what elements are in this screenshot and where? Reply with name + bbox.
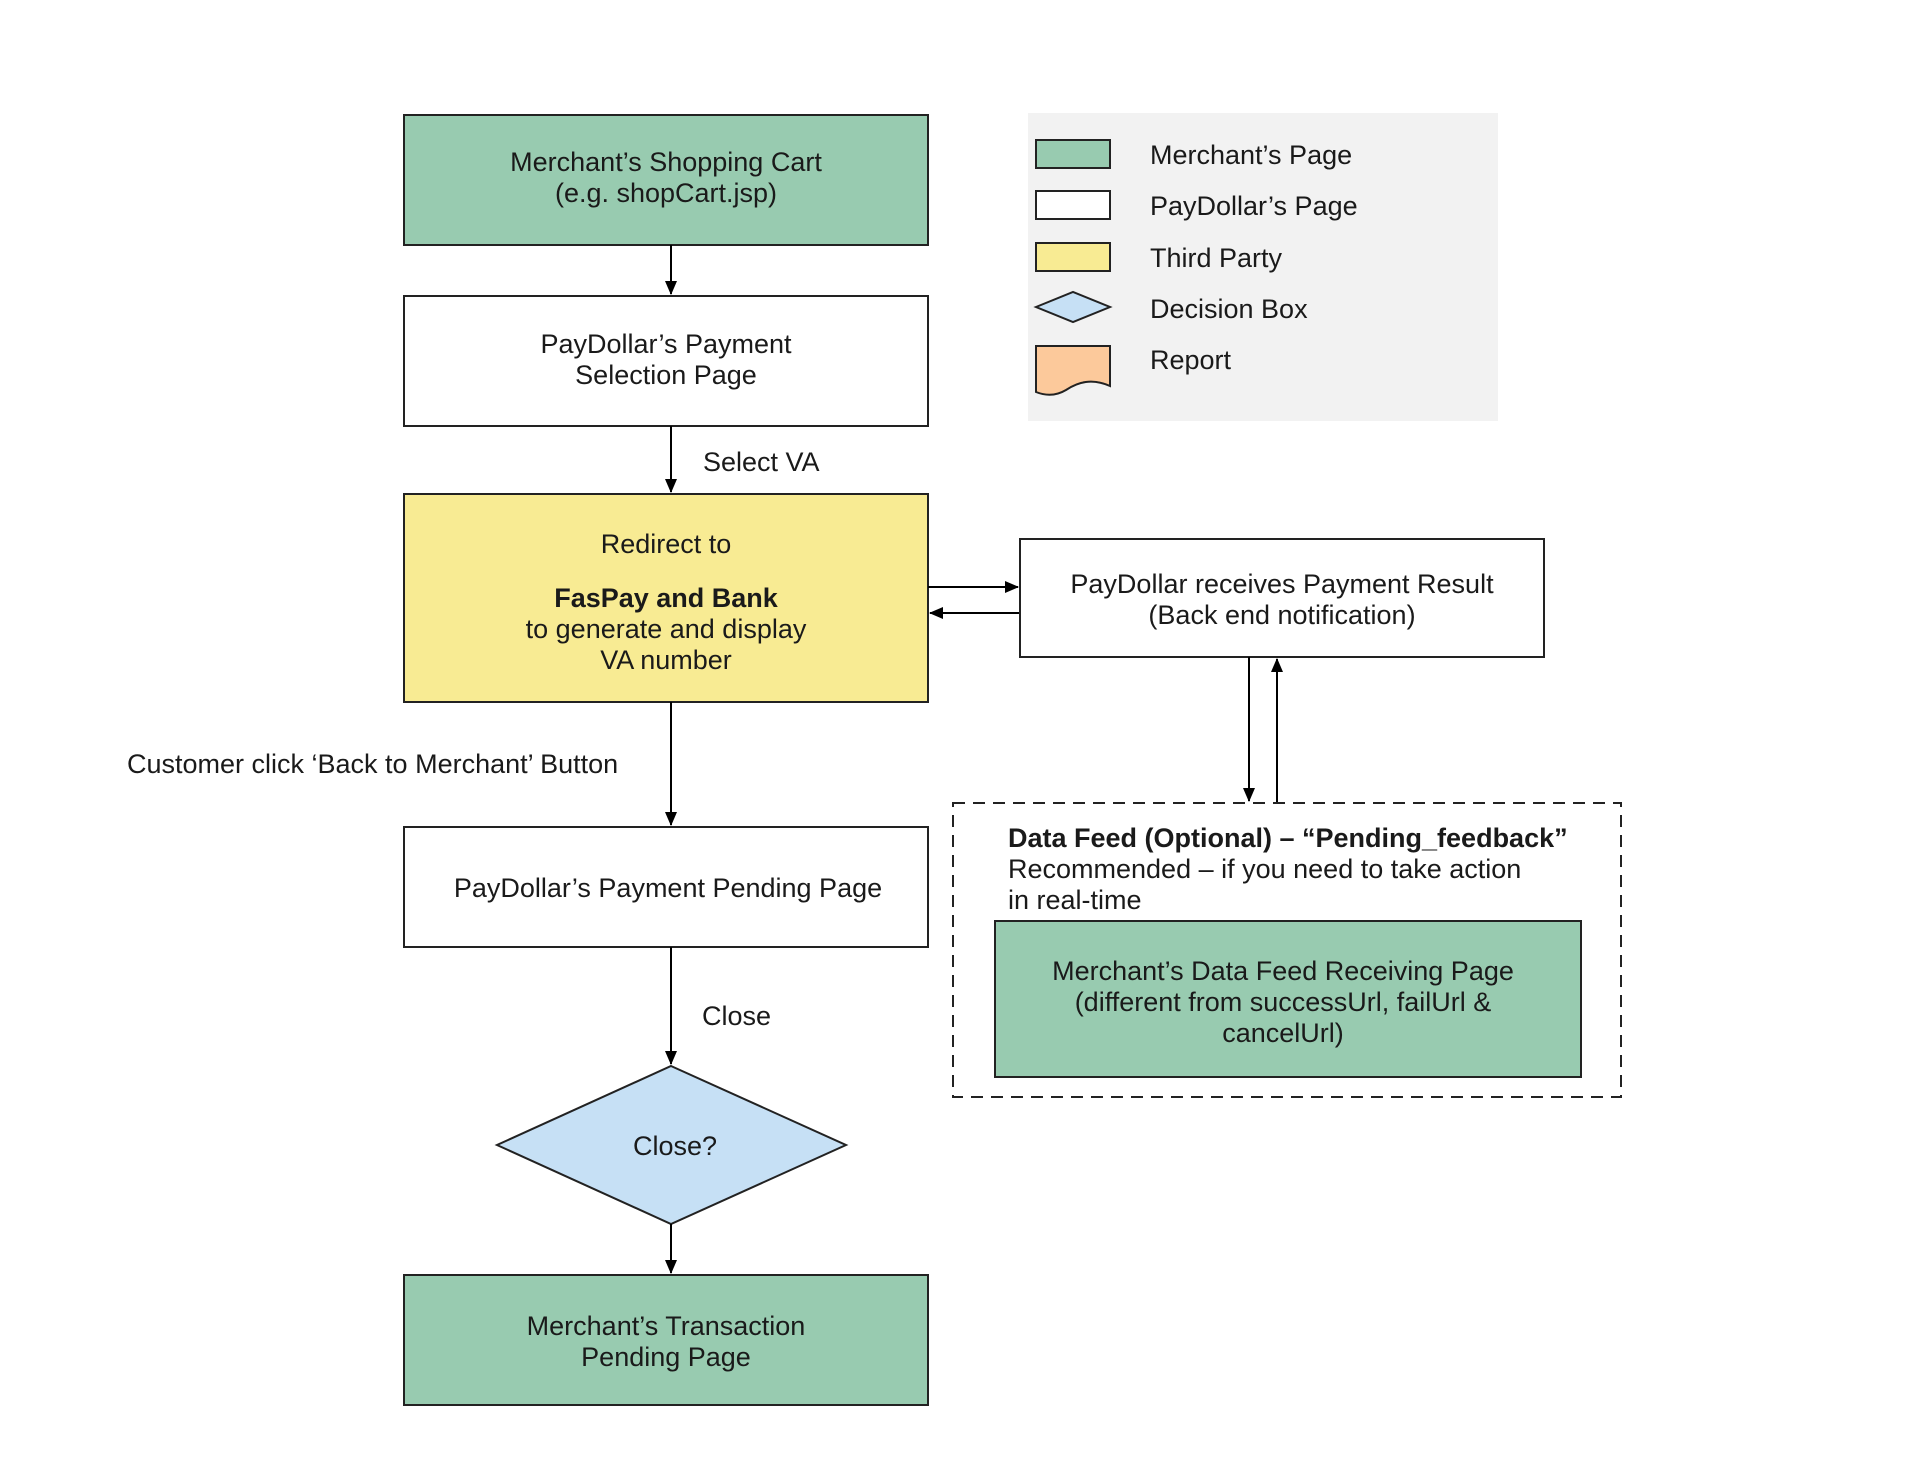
- data-feed-page-line-1: Merchant’s Data Feed Receiving Page: [1052, 956, 1514, 986]
- legend: Merchant’s Page PayDollar’s Page Third P…: [1028, 113, 1498, 421]
- node-payment-result: PayDollar receives Payment Result (Back …: [1019, 538, 1545, 658]
- node-data-feed: Data Feed (Optional) – “Pending_feedback…: [952, 802, 1622, 1098]
- node-payment-selection: PayDollar’s Payment Selection Page: [403, 295, 929, 427]
- transaction-pending-title: Merchant’s Transaction: [527, 1311, 806, 1341]
- data-feed-note-2: in real-time: [1008, 885, 1142, 915]
- redirect-line-4: VA number: [600, 645, 732, 675]
- redirect-line-1: Redirect to: [601, 529, 732, 559]
- legend-swatch-merchant: [1035, 139, 1111, 169]
- payment-selection-subtitle: Selection Page: [575, 360, 757, 390]
- data-feed-title: Data Feed (Optional) – “Pending_feedback…: [1008, 823, 1568, 853]
- data-feed-note-1: Recommended – if you need to take action: [1008, 854, 1521, 884]
- node-transaction-pending: Merchant’s Transaction Pending Page: [403, 1274, 929, 1406]
- edge-label-back-to-merchant: Customer click ‘Back to Merchant’ Button: [127, 749, 618, 779]
- node-pending-page: PayDollar’s Payment Pending Page: [403, 826, 929, 948]
- redirect-box: [403, 493, 929, 703]
- pending-page-box: [403, 826, 929, 948]
- payment-result-title: PayDollar receives Payment Result: [1070, 569, 1494, 599]
- shopping-cart-subtitle: (e.g. shopCart.jsp): [555, 178, 777, 208]
- legend-label-third-party: Third Party: [1150, 243, 1283, 273]
- edge-label-select-va: Select VA: [703, 447, 820, 477]
- legend-swatch-third-party: [1035, 242, 1111, 272]
- redirect-line-2: FasPay and Bank: [554, 583, 779, 613]
- legend-swatch-report: [1035, 345, 1111, 396]
- pending-page-title: PayDollar’s Payment Pending Page: [454, 873, 882, 903]
- legend-label-paydollar: PayDollar’s Page: [1150, 191, 1358, 221]
- edge-label-close: Close: [702, 1001, 771, 1031]
- shopping-cart-box: [403, 114, 929, 246]
- legend-label-decision: Decision Box: [1150, 294, 1308, 324]
- transaction-pending-box: [403, 1274, 929, 1406]
- payment-selection-box: [403, 295, 929, 427]
- decision-label: Close?: [633, 1131, 717, 1161]
- legend-label-report: Report: [1150, 345, 1232, 375]
- legend-swatch-decision: [1033, 290, 1113, 324]
- payment-selection-title: PayDollar’s Payment: [540, 329, 792, 359]
- node-decision: Close?: [494, 1064, 849, 1226]
- legend-label-merchant: Merchant’s Page: [1150, 140, 1352, 170]
- payment-result-subtitle: (Back end notification): [1148, 600, 1415, 630]
- node-redirect: Redirect to FasPay and Bank to generate …: [403, 493, 929, 703]
- transaction-pending-subtitle: Pending Page: [581, 1342, 751, 1372]
- redirect-line-3: to generate and display: [526, 614, 807, 644]
- data-feed-page-box: [994, 920, 1582, 1078]
- data-feed-page-line-3: cancelUrl): [1222, 1018, 1344, 1048]
- shopping-cart-title: Merchant’s Shopping Cart: [510, 147, 822, 177]
- legend-swatch-paydollar: [1035, 190, 1111, 220]
- node-shopping-cart: Merchant’s Shopping Cart (e.g. shopCart.…: [403, 114, 929, 246]
- data-feed-page-line-2: (different from successUrl, failUrl &: [1075, 987, 1492, 1017]
- payment-result-box: [1019, 538, 1545, 658]
